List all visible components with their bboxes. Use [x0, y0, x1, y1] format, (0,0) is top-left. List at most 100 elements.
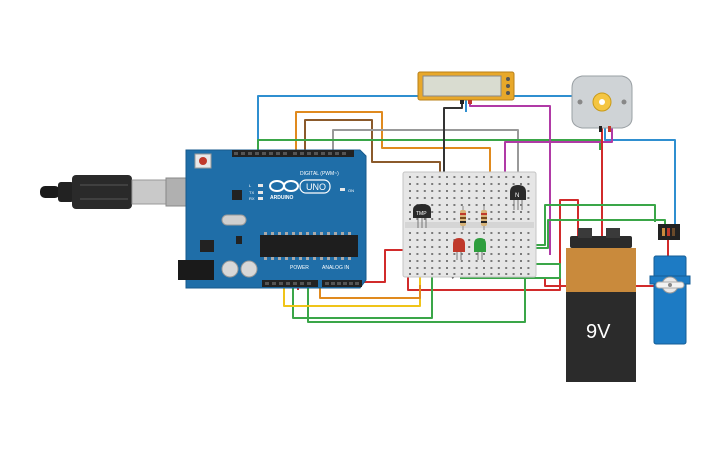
breadboard-hole: [475, 232, 478, 234]
breadboard-hole: [483, 183, 485, 185]
breadboard-hole: [453, 218, 456, 220]
breadboard-hole: [527, 232, 530, 234]
breadboard-hole: [497, 197, 500, 199]
breadboard-hole: [438, 273, 441, 275]
analog-header: [322, 280, 362, 287]
breadboard-hole: [416, 246, 419, 248]
breadboard-hole: [409, 218, 411, 220]
breadboard-hole: [520, 260, 522, 262]
breadboard-hole: [490, 218, 493, 220]
breadboard-hole: [409, 253, 411, 255]
breadboard-hole: [512, 260, 515, 262]
servo-motor: [649, 224, 691, 345]
breadboard-hole: [468, 204, 471, 206]
brand-label: ARDUINO: [270, 195, 293, 201]
breadboard-hole: [497, 211, 500, 213]
breadboard-hole: [490, 267, 493, 269]
breadboard-hole: [453, 253, 456, 255]
breadboard-hole: [527, 176, 530, 178]
breadboard-hole: [483, 260, 485, 262]
breadboard-hole: [438, 176, 441, 178]
breadboard-hole: [453, 190, 456, 192]
breadboard-hole: [431, 232, 434, 234]
breadboard-hole: [409, 190, 411, 192]
breadboard-hole: [423, 246, 426, 248]
breadboard-hole: [475, 267, 478, 269]
breadboard-hole: [446, 239, 448, 241]
breadboard-hole: [475, 176, 478, 178]
breadboard-hole: [446, 246, 448, 248]
breadboard-hole: [460, 204, 463, 206]
breadboard-hole: [431, 260, 434, 262]
breadboard-hole: [423, 253, 426, 255]
usb-cable: [40, 175, 189, 209]
breadboard-hole: [512, 176, 515, 178]
breadboard-hole: [468, 176, 471, 178]
breadboard-hole: [490, 239, 493, 241]
breadboard-hole: [497, 260, 500, 262]
red-led: [453, 238, 465, 260]
breadboard-hole: [438, 260, 441, 262]
breadboard-hole: [460, 190, 463, 192]
breadboard-hole: [431, 239, 434, 241]
breadboard-hole: [423, 218, 426, 220]
breadboard-hole: [490, 246, 493, 248]
breadboard-hole: [497, 204, 500, 206]
breadboard-hole: [475, 253, 478, 255]
breadboard-hole: [520, 218, 522, 220]
breadboard-hole: [527, 197, 530, 199]
breadboard-hole: [505, 246, 508, 248]
temperature-sensor: TMP: [413, 204, 431, 228]
breadboard-hole: [460, 253, 463, 255]
breadboard-hole: [431, 273, 434, 275]
breadboard-hole: [512, 239, 515, 241]
breadboard-hole: [416, 267, 419, 269]
breadboard-hole: [409, 246, 411, 248]
breadboard-hole: [438, 204, 441, 206]
breadboard-hole: [512, 267, 515, 269]
breadboard-hole: [460, 176, 463, 178]
resistor-2: [481, 206, 487, 230]
breadboard-hole: [483, 176, 485, 178]
breadboard-hole: [520, 204, 522, 206]
breadboard-hole: [438, 218, 441, 220]
breadboard-hole: [446, 273, 448, 275]
breadboard-hole: [453, 176, 456, 178]
breadboard-hole: [475, 183, 478, 185]
breadboard-hole: [512, 218, 515, 220]
breadboard-hole: [512, 253, 515, 255]
breadboard-hole: [475, 197, 478, 199]
breadboard-hole: [438, 267, 441, 269]
breadboard-hole: [497, 246, 500, 248]
breadboard-hole: [505, 267, 508, 269]
breadboard-hole: [490, 190, 493, 192]
breadboard-hole: [431, 218, 434, 220]
breadboard-hole: [468, 190, 471, 192]
breadboard-hole: [505, 176, 508, 178]
breadboard-hole: [505, 197, 508, 199]
breadboard-hole: [527, 273, 530, 275]
breadboard-hole: [423, 232, 426, 234]
breadboard-hole: [505, 183, 508, 185]
breadboard-hole: [416, 260, 419, 262]
breadboard-hole: [438, 253, 441, 255]
breadboard-hole: [490, 253, 493, 255]
breadboard-hole: [483, 204, 485, 206]
breadboard-hole: [520, 176, 522, 178]
breadboard-hole: [527, 253, 530, 255]
breadboard-hole: [409, 267, 411, 269]
breadboard-hole: [431, 246, 434, 248]
l-led-label: L: [249, 183, 252, 188]
breadboard-hole: [527, 204, 530, 206]
breadboard-hole: [423, 260, 426, 262]
breadboard-hole: [416, 176, 419, 178]
breadboard-hole: [505, 211, 508, 213]
breadboard-hole: [490, 183, 493, 185]
breadboard-hole: [446, 211, 448, 213]
breadboard-hole: [438, 232, 441, 234]
breadboard-hole: [497, 190, 500, 192]
breadboard: [402, 171, 537, 278]
breadboard-hole: [460, 183, 463, 185]
breadboard-hole: [460, 273, 463, 275]
